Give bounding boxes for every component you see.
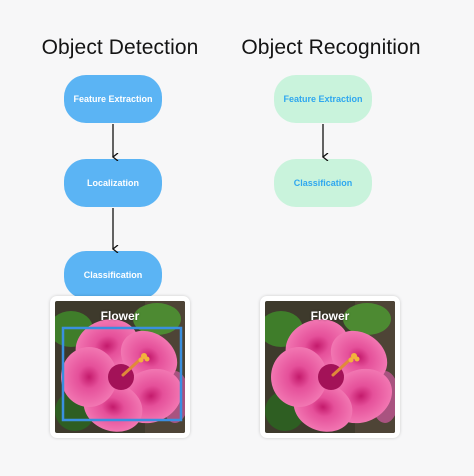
recognition-step-feature-extraction: Feature Extraction bbox=[274, 75, 372, 123]
detection-step-classification: Classification bbox=[64, 251, 162, 299]
recognition-title: Object Recognition bbox=[241, 36, 421, 59]
recognition-image-card: Flower bbox=[260, 296, 400, 438]
detection-image-card: Flower bbox=[50, 296, 190, 438]
recognition-step-classification: Classification bbox=[274, 159, 372, 207]
detection-step-localization: Localization bbox=[64, 159, 162, 207]
flower-image bbox=[265, 301, 395, 433]
recognition-image-label: Flower bbox=[310, 309, 350, 323]
detection-title: Object Detection bbox=[41, 36, 199, 59]
detection-image-label: Flower bbox=[100, 309, 140, 323]
detection-step-feature-extraction: Feature Extraction bbox=[64, 75, 162, 123]
bounding-box bbox=[61, 326, 183, 422]
flower-image bbox=[55, 301, 185, 433]
